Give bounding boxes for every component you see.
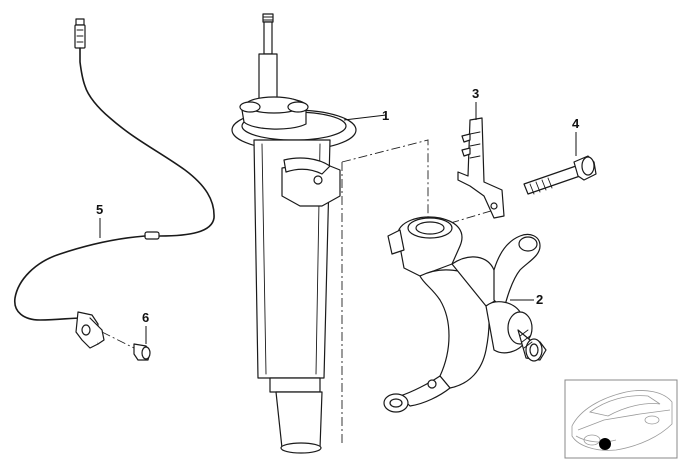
callout-label-2: 2 bbox=[536, 292, 543, 307]
callout-bracket: 3 bbox=[472, 86, 479, 120]
brake-hose-bracket bbox=[457, 117, 505, 219]
knuckle-clamp-bolt bbox=[523, 155, 597, 195]
strut-lower-tube bbox=[275, 391, 323, 449]
callout-knuckle: 2 bbox=[510, 292, 543, 307]
strut-rod-sleeve bbox=[258, 53, 278, 101]
steering-knuckle bbox=[383, 216, 547, 413]
strut-rod-thread-tip bbox=[262, 13, 274, 23]
callout-label-6: 6 bbox=[142, 310, 149, 325]
callout-strut: 1 bbox=[343, 108, 389, 123]
shock-absorber-strut bbox=[231, 13, 357, 454]
callout-bolt: 4 bbox=[572, 116, 580, 156]
callout-sensor-cable: 5 bbox=[96, 202, 103, 238]
callout-label-5: 5 bbox=[96, 202, 103, 217]
cable-connector bbox=[74, 24, 86, 49]
callout-label-4: 4 bbox=[572, 116, 580, 131]
callout-label-1: 1 bbox=[382, 108, 389, 123]
bracket-hole bbox=[313, 175, 323, 185]
assembly-guide-line bbox=[341, 139, 429, 446]
car-silhouette bbox=[571, 390, 673, 451]
sensor-screw bbox=[101, 331, 151, 361]
callout-sensor-screw: 6 bbox=[142, 310, 149, 344]
location-marker bbox=[599, 438, 611, 450]
strut-rod bbox=[263, 21, 273, 55]
thumbnail-frame bbox=[564, 379, 678, 459]
vehicle-location-thumbnail bbox=[564, 379, 678, 459]
cable-connector-cap bbox=[75, 18, 85, 26]
callout-label-3: 3 bbox=[472, 86, 479, 101]
bracket-guide-line bbox=[433, 209, 495, 229]
wheel-speed-sensor-cable bbox=[14, 18, 215, 349]
knuckle-upper-arm bbox=[493, 233, 541, 311]
cable-grommet bbox=[144, 231, 160, 240]
